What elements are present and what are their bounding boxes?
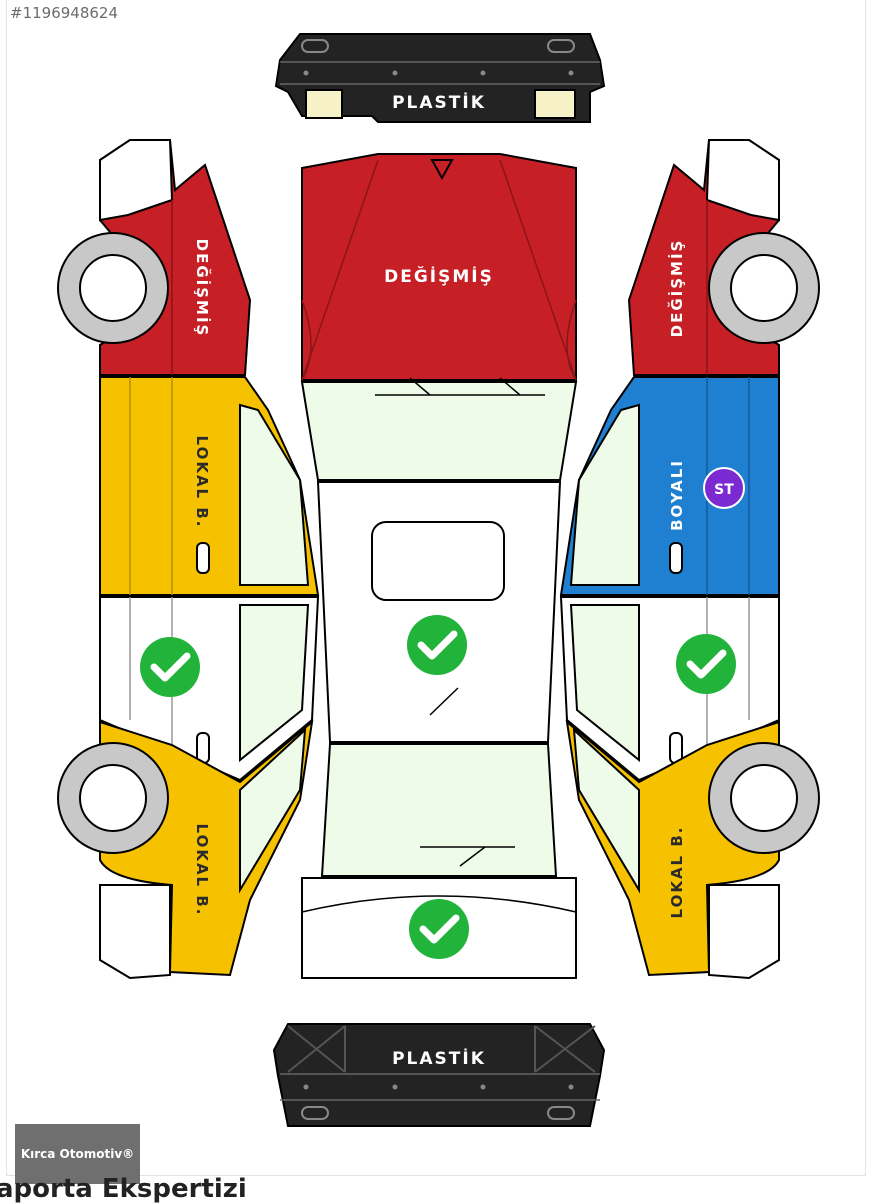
section-heading: aporta Ekspertizi [0,1174,247,1204]
st-badge-label: ST [714,482,734,498]
hood-label: DEĞİŞMİŞ [384,265,494,287]
front-bumper[interactable]: PLASTİK [274,33,606,123]
left-rear-fender-label: LOKAL B. [193,824,211,917]
right-rear-fender-label: LOKAL B. [668,826,686,919]
windshield [300,377,578,481]
left-rear-wheel [57,742,169,854]
left-front-door-label: LOKAL B. [193,436,211,529]
right-rear-door-panel[interactable] [559,596,780,782]
listing-id: #1196948624 [10,4,119,22]
right-front-door-panel[interactable]: BOYALI ST [559,376,780,596]
rear-bumper[interactable]: PLASTİK [272,1023,606,1127]
brand-badge: Kırca Otomotiv® [15,1124,140,1184]
diagram-frame [6,0,866,1176]
left-front-fender-label: DEĞİŞMİŞ [193,239,212,338]
rear-bumper-label: PLASTİK [392,1047,486,1069]
roof-panel[interactable] [316,481,562,743]
left-front-wheel [57,232,169,344]
right-front-door-label: BOYALI [668,459,686,531]
rear-window [320,743,558,877]
trunk-panel[interactable] [301,877,577,979]
hood-panel[interactable]: DEĞİŞMİŞ [301,153,577,381]
right-rear-door-check-icon [676,634,736,694]
roof-check-icon [407,615,467,675]
right-front-fender-label: DEĞİŞMİŞ [667,239,686,338]
front-bumper-label: PLASTİK [392,91,486,113]
left-front-door-panel[interactable]: LOKAL B. [99,376,320,596]
trunk-check-icon [409,899,469,959]
st-badge: ST [703,467,745,509]
right-rear-wheel [708,742,820,854]
left-rear-door-check-icon [140,637,200,697]
right-front-wheel [708,232,820,344]
left-rear-door-panel[interactable] [99,596,320,782]
